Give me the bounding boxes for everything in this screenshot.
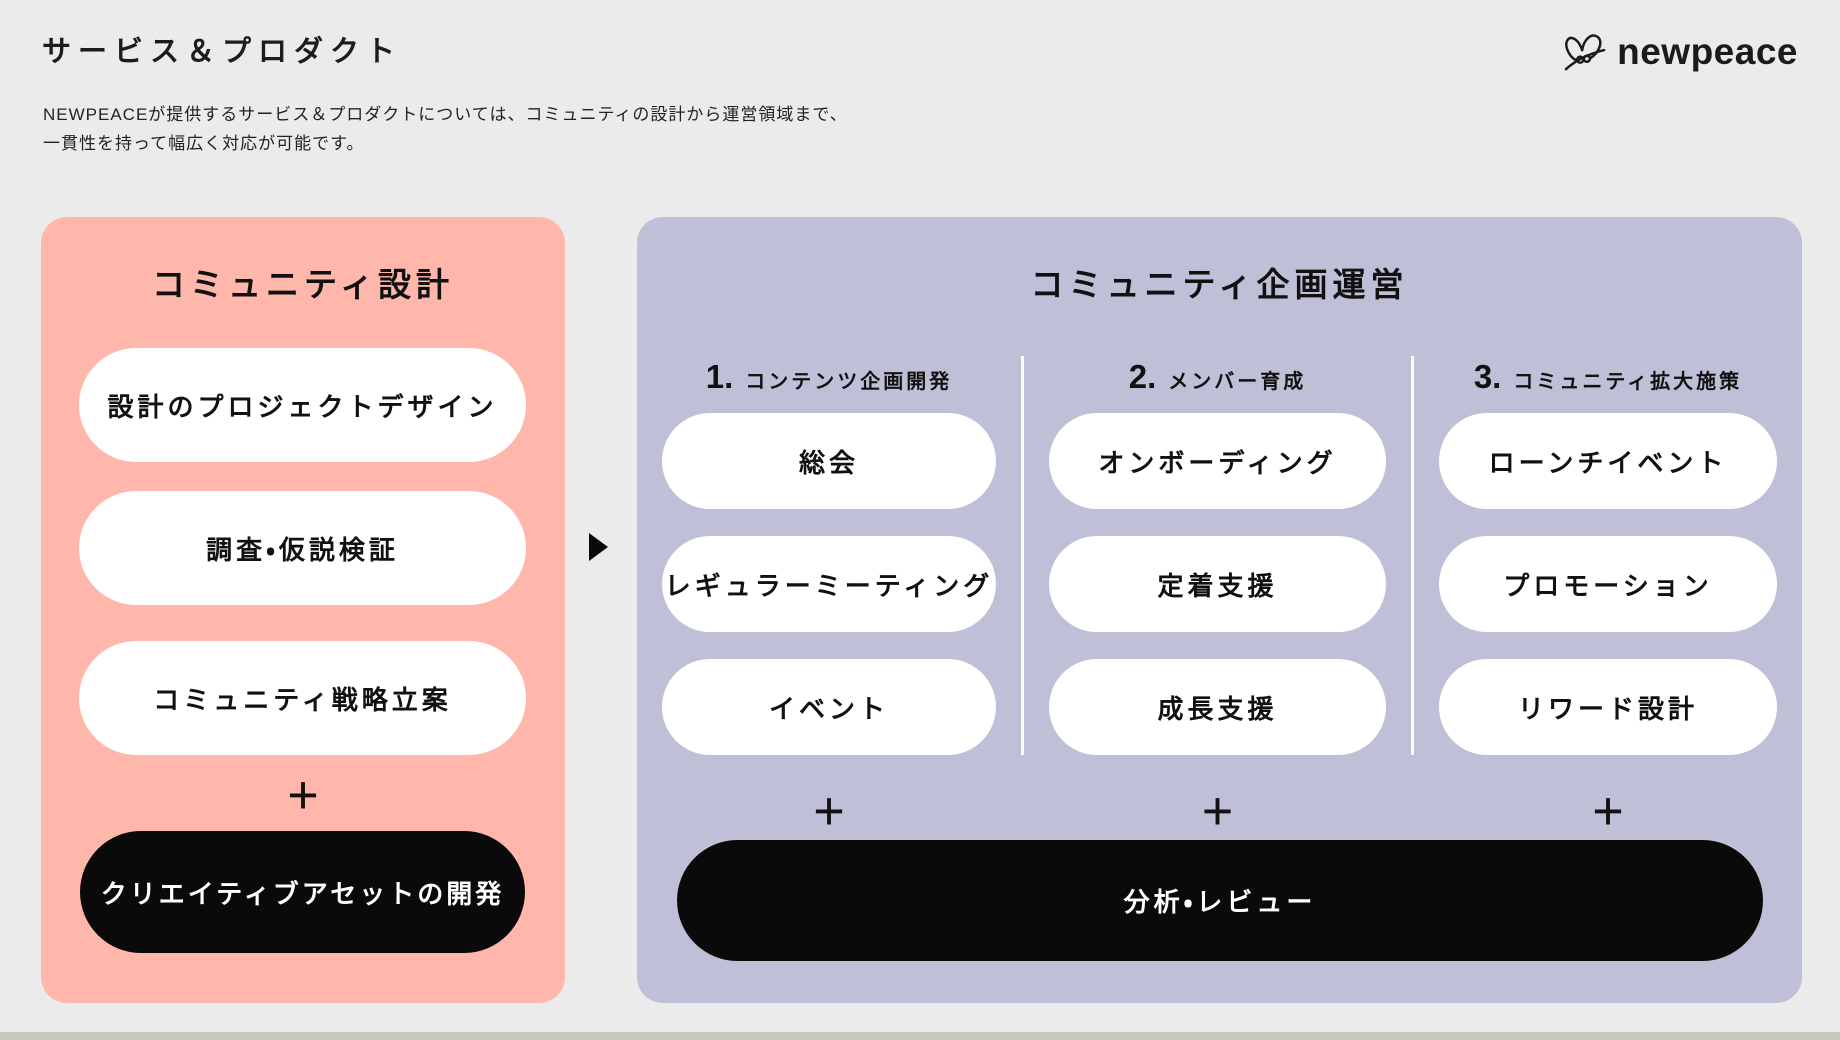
- column-number: 3.: [1473, 358, 1502, 395]
- design-item-pill: 調査・仮説検証: [79, 491, 526, 605]
- community-operations-title: コミュニティ企画運営: [1030, 266, 1409, 303]
- analysis-review-bar: 分析・レビュー: [677, 840, 1763, 961]
- operations-item-pill: 総会: [662, 413, 996, 509]
- column-header: 2. メンバー育成: [1129, 356, 1307, 413]
- column-label: メンバー育成: [1168, 371, 1307, 393]
- description-line-2: 一貫性を持って幅広く対応が可能です。: [43, 134, 365, 153]
- operations-item-pill: リワード設計: [1439, 659, 1777, 755]
- flow-arrow-icon: [589, 533, 608, 561]
- operations-item-pill: ローンチイベント: [1439, 413, 1777, 509]
- column-divider: [1021, 356, 1024, 755]
- design-item-pill: コミュニティ戦略立案: [79, 641, 526, 755]
- community-operations-panel: コミュニティ企画運営 1. コンテンツ企画開発 総会 レギュラーミーティング イ…: [637, 217, 1802, 1003]
- column-label: コミュニティ拡大施策: [1513, 371, 1743, 393]
- design-highlight-pill: クリエイティブアセットの開発: [80, 831, 525, 953]
- description-line-1: NEWPEACEが提供するサービス＆プロダクトについては、コミュニティの設計から…: [43, 105, 848, 124]
- column-community-expansion: 3. コミュニティ拡大施策 ローンチイベント プロモーション リワード設計 +: [1414, 356, 1802, 840]
- operations-item-pill: 成長支援: [1049, 659, 1386, 755]
- operations-item-pill: 定着支援: [1049, 536, 1386, 632]
- butterfly-doodle-icon: [1564, 34, 1606, 71]
- community-design-panel: コミュニティ設計 設計のプロジェクトデザイン 調査・仮説検証 コミュニティ戦略立…: [41, 217, 565, 1003]
- operations-item-pill: レギュラーミーティング: [662, 536, 996, 632]
- column-number: 1.: [705, 358, 734, 395]
- column-divider: [1411, 356, 1414, 755]
- page-description: NEWPEACEが提供するサービス＆プロダクトについては、コミュニティの設計から…: [43, 100, 848, 158]
- column-number: 2.: [1128, 358, 1157, 395]
- column-member-growth: 2. メンバー育成 オンボーディング 定着支援 成長支援 +: [1024, 356, 1411, 840]
- page-title: サービス＆プロダクト: [42, 36, 403, 68]
- newpeace-logo: newpeace: [1562, 30, 1798, 74]
- logo-wordmark: newpeace: [1617, 31, 1798, 72]
- column-header: 1. コンテンツ企画開発: [706, 356, 953, 413]
- column-content-planning: 1. コンテンツ企画開発 総会 レギュラーミーティング イベント +: [637, 356, 1021, 840]
- design-item-pill: 設計のプロジェクトデザイン: [79, 348, 526, 462]
- operations-item-pill: プロモーション: [1439, 536, 1777, 632]
- column-header: 3. コミュニティ拡大施策: [1474, 356, 1742, 413]
- plus-icon: +: [287, 765, 319, 825]
- column-label: コンテンツ企画開発: [745, 371, 953, 393]
- page-bottom-edge: [0, 1032, 1840, 1040]
- operations-item-pill: イベント: [662, 659, 996, 755]
- plus-icon: +: [813, 781, 845, 841]
- plus-icon: +: [1201, 781, 1234, 841]
- community-design-title: コミュニティ設計: [151, 266, 455, 303]
- plus-icon: +: [1592, 781, 1624, 841]
- operations-item-pill: オンボーディング: [1049, 413, 1386, 509]
